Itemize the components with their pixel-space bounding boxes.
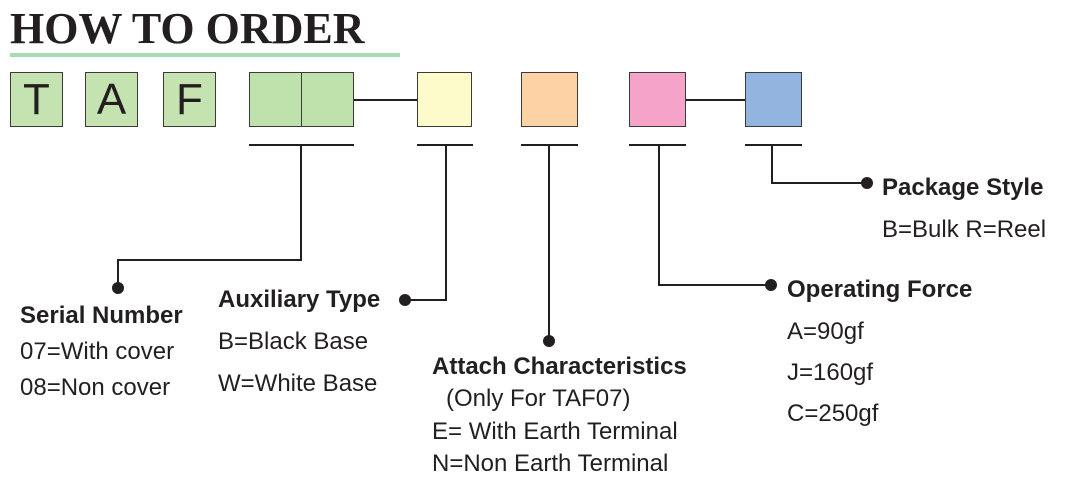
dot-force [765, 279, 777, 291]
attach-characteristics-box [521, 72, 578, 127]
attach-note: (Only For TAF07) [446, 385, 631, 412]
force-option-3: C=250gf [787, 400, 879, 427]
leader-auxiliary [406, 145, 447, 301]
dot-attach [543, 335, 555, 347]
serial-number-heading: Serial Number [20, 302, 183, 329]
attach-option-2: N=Non Earth Terminal [432, 450, 669, 477]
code-letter-t: T [10, 72, 63, 127]
code-letter-f: F [163, 72, 216, 127]
serial-option-1: 07=With cover [20, 338, 175, 365]
dot-serial [112, 282, 124, 294]
package-option-1: B=Bulk R=Reel [882, 216, 1047, 243]
attach-characteristics-heading: Attach Characteristics [432, 353, 687, 380]
operating-force-box [629, 72, 686, 127]
leader-force [658, 145, 770, 286]
operating-force-heading: Operating Force [787, 276, 973, 303]
package-style-box [745, 72, 802, 127]
title-underline [10, 53, 400, 57]
serial-number-box-2 [301, 72, 354, 127]
force-option-1: A=90gf [787, 318, 864, 345]
page-title: HOW TO ORDER [10, 4, 365, 53]
leader-serial [117, 145, 302, 287]
code-letter-a: A [85, 72, 138, 127]
serial-option-2: 08=Non cover [20, 374, 171, 401]
auxiliary-option-1: B=Black Base [218, 328, 369, 355]
auxiliary-type-heading: Auxiliary Type [218, 286, 381, 313]
leader-package [771, 145, 866, 184]
dot-auxiliary [399, 294, 411, 306]
attach-option-1: E= With Earth Terminal [432, 418, 678, 445]
package-style-heading: Package Style [882, 174, 1044, 201]
dot-package [861, 177, 873, 189]
force-option-2: J=160gf [787, 359, 874, 386]
auxiliary-option-2: W=White Base [218, 370, 378, 397]
auxiliary-type-box [417, 72, 472, 127]
